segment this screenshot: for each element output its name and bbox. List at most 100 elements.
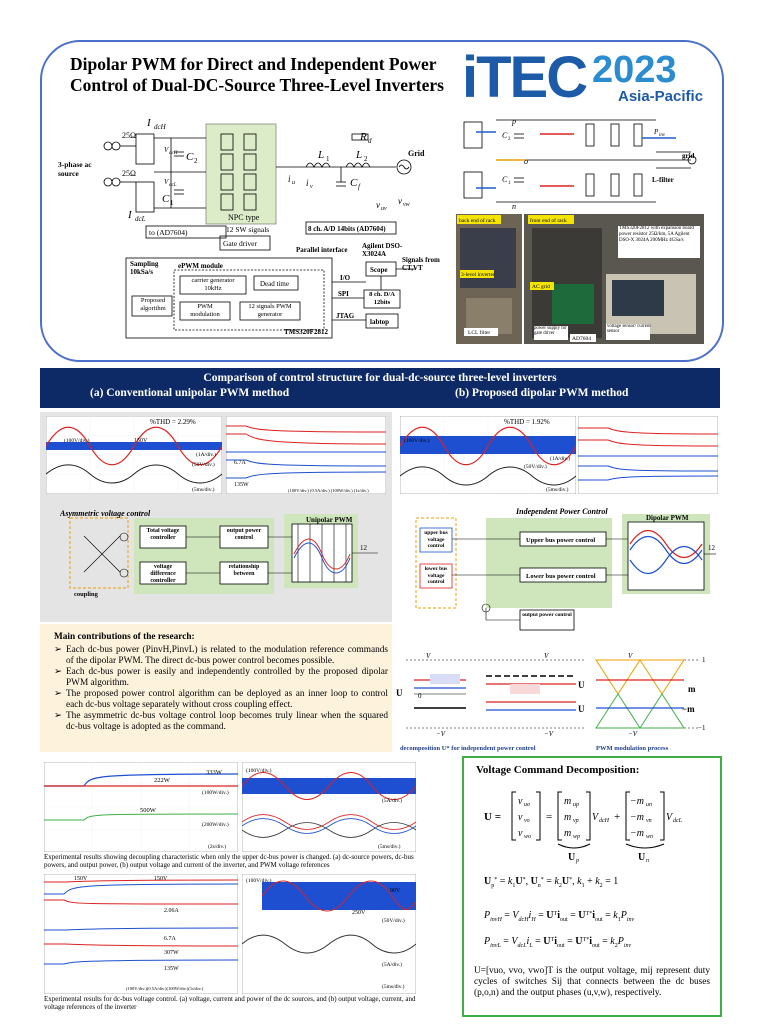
photo-psu-label: power supply for gate driver <box>534 326 567 337</box>
scope-label: Scope <box>370 266 388 274</box>
exp1-caption: Experimental results showing decoupling … <box>44 853 414 870</box>
svg-text:2: 2 <box>508 137 511 142</box>
svg-text:v: v <box>518 812 523 823</box>
conv-unipolar-label: Unipolar PWM <box>306 516 353 524</box>
decomp-vdch2: V <box>544 652 549 660</box>
io-label: I/O <box>340 274 351 282</box>
decomp-mn: −m <box>682 704 695 714</box>
decomp-vdcl2: −V <box>544 730 554 738</box>
vuv-label: v <box>376 200 380 210</box>
iu-label: i <box>288 174 291 184</box>
cap-c1: C <box>502 175 508 184</box>
idcl-label: I <box>127 209 133 221</box>
svg-text:2: 2 <box>194 157 198 165</box>
prop-v50: (50V/div.) <box>524 463 547 470</box>
conv-thd: %THD = 2.29% <box>150 418 196 426</box>
svg-text:dcL: dcL <box>673 818 683 824</box>
svg-text:1: 1 <box>508 181 511 186</box>
contrib-item: ➢Each dc-bus power is easily and indepen… <box>54 667 388 688</box>
c2-label: C <box>186 151 194 163</box>
idch-label: I <box>146 117 152 129</box>
vcd-description: U=[vuo, vvo, vwo]T is the output voltage… <box>474 966 710 998</box>
conv-e67: 6.7A <box>234 460 247 466</box>
svg-text:wp: wp <box>573 834 580 840</box>
vcd-title: Voltage Command Decomposition: <box>476 764 640 776</box>
vdcl-label: V <box>164 178 169 186</box>
resistor-25-b: 25Ω <box>122 169 136 178</box>
l1-label: L <box>317 149 324 161</box>
proposed-algorithm-label: Proposed algorithm <box>140 297 166 312</box>
svg-text:uo: uo <box>524 802 530 808</box>
comparison-banner: Comparison of control structure for dual… <box>40 368 720 408</box>
node-n: n <box>512 202 516 210</box>
itec-logo: iTEC <box>462 45 588 110</box>
exp2-p135: 135W <box>164 966 179 972</box>
svg-text:2: 2 <box>364 155 368 163</box>
prop-ipc-label: Independent Power Control <box>515 507 608 516</box>
photo-back-label: back end of rack <box>459 217 496 224</box>
conv-scale: (100V/div.) (0.5A/div.) (100W/div.) (1s/… <box>288 488 369 493</box>
agilent-label: Agilent DSO-X3024A <box>362 242 403 258</box>
decomp-vdch3: V <box>628 652 633 660</box>
conv-i1a: (1A/div.) <box>196 451 216 458</box>
rd-label: R <box>359 131 367 143</box>
exp2-v150a: 150V <box>74 876 88 882</box>
lfilter-label: L-filter <box>652 176 674 184</box>
svg-text:m: m <box>564 812 571 823</box>
vdch-label: V <box>164 146 169 154</box>
gate-driver-label: Gate driver <box>223 239 257 248</box>
photo-front-label: front end of rack <box>530 217 567 224</box>
contrib-item: ➢Each dc-bus power (PinvH,PinvL) is rela… <box>54 645 388 666</box>
svg-text:dcL: dcL <box>169 183 177 188</box>
svg-text:PinvH = VdcHiH = UTiout = UT*i: PinvH = VdcHiH = UTiout = UT*iout = k1Pi… <box>483 910 635 923</box>
photo-resistor-label: power resistor 25Ω/km, 5A <box>619 231 674 237</box>
prop-v100: (100V/div.) <box>404 437 430 444</box>
conv-opc-label: output power control <box>226 528 262 541</box>
exp2-scale: (100V/div.)(0.5A/div.)(100W/div.)(1s/div… <box>126 986 204 991</box>
prop-thd: %THD = 1.92% <box>504 418 550 426</box>
three-level-inverter-circuit: p n o C 2 C 1 grid L-filter P inv <box>463 117 697 210</box>
conv-e135: 135W <box>234 482 249 488</box>
exp1-p222: 222W <box>154 777 171 784</box>
parallel-interface-label: Parallel interface <box>296 246 348 254</box>
prop-t5ms: (5ms/div.) <box>546 486 569 493</box>
svg-text:vn: vn <box>646 818 652 824</box>
exp1-power-plot: 333W 222W 500W (100W/div.) (200W/div.) (… <box>44 762 238 852</box>
da-label: 8 ch. D/A 12bits <box>369 291 395 306</box>
svg-text:U: U <box>638 852 645 863</box>
conv-vdiff-label: voltage difference controller <box>150 564 176 584</box>
prop-out-pc-label: output power control <box>522 612 572 618</box>
prop-i1a: (1A/div.) <box>550 455 570 462</box>
contributions-box: Main contributions of the research: ➢Eac… <box>40 624 392 752</box>
conv-waveform-dc: 6.7A 135W (100V/div.) (0.5A/div.) (100W/… <box>226 416 386 494</box>
exp1-r100: (100V/div.) <box>246 767 272 774</box>
svg-text:V: V <box>666 812 674 823</box>
tms-label: TMS320F2812 <box>284 328 328 336</box>
exp2-r50: (50V/div.) <box>382 917 405 924</box>
ad-right-label: 8 ch. A/D 14bits (AD7604) <box>308 225 386 233</box>
vvw-label: v <box>398 196 402 206</box>
svg-text:vw: vw <box>403 202 410 208</box>
svg-text:v: v <box>310 184 313 190</box>
dead-time-label: Dead time <box>260 280 289 288</box>
exp2-r5ms: (5ms/div.) <box>382 983 405 990</box>
photo-acgrid-label: AC grid <box>532 284 550 290</box>
photo-agilent-label: Agilent DSO-X 3024A 200MHz 4GSa/s <box>619 231 690 243</box>
npc-label: NPC type <box>228 213 260 222</box>
exp2-dc-plot: 150V 150V 2.06A 6.7A 307W 135W (100V/div… <box>44 874 238 994</box>
decomp-one: 1 <box>702 656 706 664</box>
l2-label: L <box>355 149 362 161</box>
conv-t5ms: (5ms/div.) <box>192 486 215 493</box>
conv-12: 12 <box>360 544 368 552</box>
decomposition-diagram: V V V −V −V −V 1 −1 0 U U U m −m decompo… <box>396 652 706 752</box>
decomp-up: U <box>578 680 585 690</box>
decomp-vdch: V <box>426 652 431 660</box>
svg-text:inv: inv <box>659 133 666 138</box>
svg-text:v: v <box>518 828 523 839</box>
svg-text:−m: −m <box>630 828 644 839</box>
conv-coupling-label: coupling <box>74 591 99 598</box>
svg-text:d: d <box>368 137 372 145</box>
svg-text:up: up <box>573 802 579 808</box>
